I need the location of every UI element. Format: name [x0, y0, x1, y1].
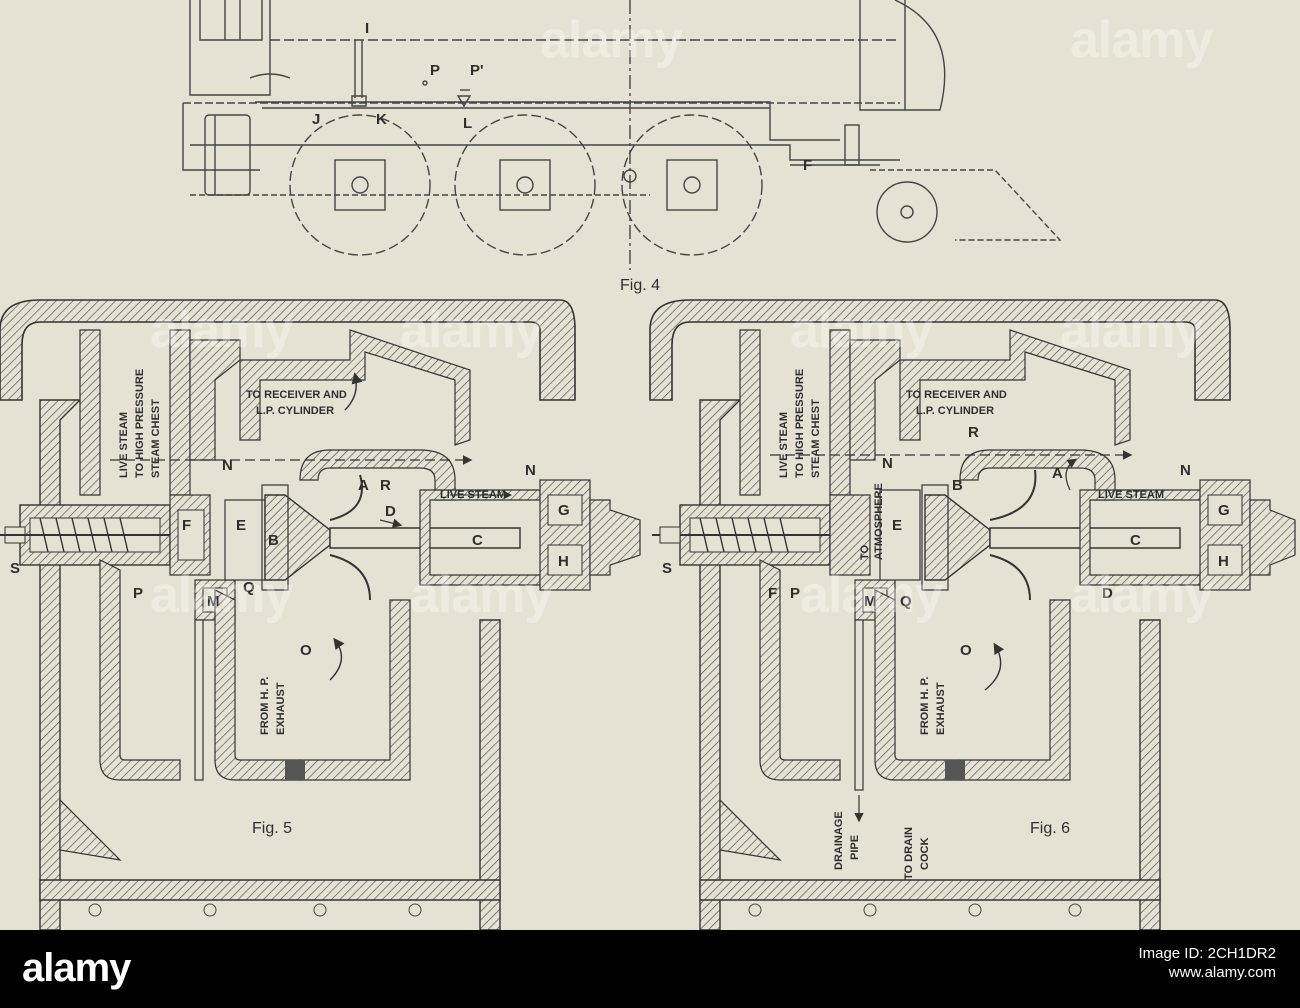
alamy-logo: alamy — [22, 946, 131, 990]
fig6-label-e: E — [892, 517, 902, 534]
fig6-drainage-line1: DRAINAGE — [833, 811, 845, 870]
engraving-plate: I P P' J K L F Fig. 4 — [0, 0, 1296, 930]
fig6-live-steam-port: LIVE STEAM — [1098, 489, 1164, 501]
stock-footer-bar: alamy Image ID: 2CH1DR2 www.alamy.com — [0, 930, 1300, 1008]
fig5-label-p: P — [133, 585, 143, 602]
fig5-exhaust-line1: FROM H. P. — [259, 677, 271, 735]
fig6-drain-cock-line1: TO DRAIN — [903, 827, 915, 880]
fig6-live-steam-line2: TO HIGH PRESSURE — [794, 369, 806, 478]
fig6-caption: Fig. 6 — [1030, 820, 1070, 837]
fig5-label-g: G — [558, 502, 570, 519]
fig5-label-s: S — [10, 560, 20, 577]
fig4-label-l: L — [463, 115, 472, 132]
fig6-label-h: H — [1218, 553, 1229, 570]
fig5-live-steam-line2: TO HIGH PRESSURE — [134, 369, 146, 478]
fig5-caption: Fig. 5 — [252, 820, 292, 837]
fig6-label-n2: N — [1180, 462, 1191, 479]
site-url: www.alamy.com — [1168, 964, 1276, 981]
fig5-label-c: C — [472, 532, 483, 549]
fig6-receiver-line1: TO RECEIVER AND — [906, 389, 1007, 401]
fig5-live-steam-port: LIVE STEAM — [440, 489, 506, 501]
fig6-label-b: B — [952, 477, 963, 494]
fig5-receiver-line1: TO RECEIVER AND — [246, 389, 347, 401]
fig6-exhaust-line1: FROM H. P. — [919, 677, 931, 735]
fig5-label-d: D — [385, 503, 396, 520]
fig5-label-n: N — [222, 457, 233, 474]
fig5-live-steam-line3: STEAM CHEST — [150, 399, 162, 478]
fig4-locomotive-elevation — [182, 0, 1062, 270]
image-id-label: Image ID: 2CH1DR2 — [1138, 945, 1276, 962]
fig5-labels: LIVE STEAM TO HIGH PRESSURE STEAM CHEST … — [10, 369, 570, 837]
fig4-label-k: K — [376, 111, 387, 128]
fig6-drain-cock-line2: COCK — [919, 838, 931, 870]
fig6-live-steam-line3: STEAM CHEST — [810, 399, 822, 478]
fig6-atmosphere-line1: TO — [859, 544, 871, 560]
fig5-label-r: R — [380, 477, 391, 494]
fig4-label-p-prime: P' — [470, 62, 484, 79]
fig6-valve-section — [649, 299, 1296, 930]
fig5-label-m: M — [207, 593, 220, 610]
fig5-label-a: A — [358, 477, 369, 494]
fig6-label-a: A — [1052, 465, 1063, 482]
fig5-label-e: E — [236, 517, 246, 534]
fig5-live-steam-line1: LIVE STEAM — [118, 412, 130, 478]
fig6-live-steam-line1: LIVE STEAM — [778, 412, 790, 478]
fig4-labels: I P P' J K L F Fig. 4 — [312, 20, 812, 294]
fig4-label-j: J — [312, 111, 320, 128]
fig4-label-i: I — [365, 20, 369, 37]
fig6-label-g: G — [1218, 502, 1230, 519]
fig4-label-f: F — [803, 157, 812, 174]
fig6-label-c: C — [1130, 532, 1141, 549]
fig6-exhaust-line2: EXHAUST — [935, 682, 947, 735]
fig5-exhaust-line2: EXHAUST — [275, 682, 287, 735]
fig6-label-f: F — [768, 585, 777, 602]
fig6-receiver-line2: L.P. CYLINDER — [916, 405, 994, 417]
fig6-label-q: Q — [900, 593, 912, 610]
fig6-labels: LIVE STEAM TO HIGH PRESSURE STEAM CHEST … — [662, 369, 1230, 880]
fig5-valve-section — [0, 299, 641, 930]
fig6-label-s: S — [662, 560, 672, 577]
fig6-label-r: R — [968, 424, 979, 441]
fig5-label-h: H — [558, 553, 569, 570]
fig6-label-d: D — [1102, 585, 1113, 602]
fig5-label-o: O — [300, 642, 312, 659]
fig6-atmosphere-line2: ATMOSPHERE — [873, 483, 885, 560]
fig6-drainage-line2: PIPE — [849, 835, 861, 860]
fig5-receiver-line2: L.P. CYLINDER — [256, 405, 334, 417]
fig5-label-q: Q — [243, 579, 255, 596]
fig5-label-f: F — [182, 517, 191, 534]
fig4-label-p: P — [430, 62, 440, 79]
footer-meta: Image ID: 2CH1DR2 www.alamy.com — [1138, 944, 1276, 982]
fig6-label-n: N — [882, 455, 893, 472]
fig5-label-b: B — [268, 532, 279, 549]
fig5-label-n2: N — [525, 462, 536, 479]
fig6-label-o: O — [960, 642, 972, 659]
fig6-label-m: M — [864, 593, 877, 610]
fig6-label-p: P — [790, 585, 800, 602]
fig4-caption: Fig. 4 — [620, 277, 660, 294]
